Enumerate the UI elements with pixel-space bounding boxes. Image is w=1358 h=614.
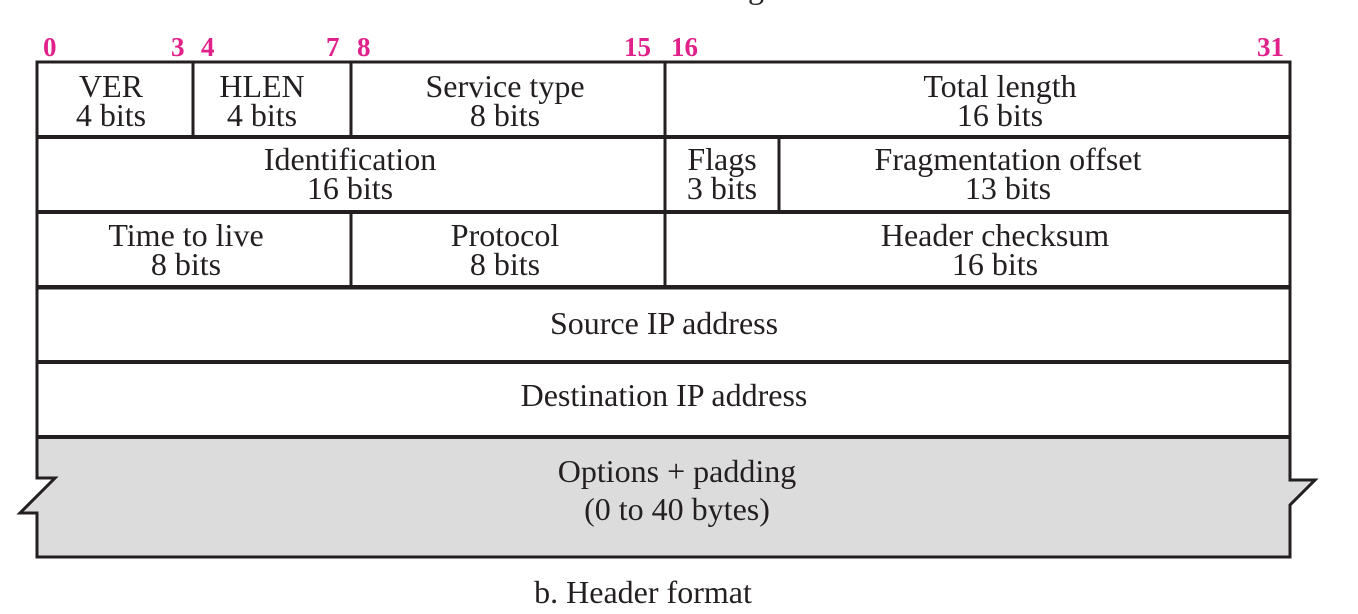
field-service-type: Service type 8 bits: [425, 68, 584, 133]
bit-number-8: 8: [357, 32, 371, 62]
field-header-checksum: Header checksum 16 bits: [881, 217, 1109, 282]
field-total-length-name: Total length: [923, 68, 1076, 104]
field-options-padding: Options + padding (0 to 40 bytes): [558, 453, 796, 527]
bit-number-0: 0: [43, 32, 57, 62]
field-hlen-name: HLEN: [219, 68, 304, 104]
field-dividers: [191, 62, 781, 287]
field-flags-size: 3 bits: [687, 170, 757, 206]
field-time-to-live-name: Time to live: [108, 217, 263, 253]
field-identification-size: 16 bits: [307, 170, 393, 206]
title-fragment: g: [748, 0, 764, 5]
field-options-padding-name: Options + padding: [558, 453, 796, 489]
field-ver-size: 4 bits: [76, 97, 146, 133]
bit-number-4: 4: [201, 32, 215, 62]
bit-number-7: 7: [326, 32, 340, 62]
field-flags: Flags 3 bits: [687, 141, 757, 206]
field-hlen: HLEN 4 bits: [219, 68, 304, 133]
field-total-length: Total length 16 bits: [923, 68, 1076, 133]
field-options-padding-size: (0 to 40 bytes): [584, 491, 770, 527]
field-total-length-size: 16 bits: [957, 97, 1043, 133]
bit-number-15: 15: [624, 32, 651, 62]
field-header-checksum-size: 16 bits: [952, 246, 1038, 282]
bit-number-row: 0 3 4 7 8 15 16 31: [43, 32, 1284, 62]
field-header-checksum-name: Header checksum: [881, 217, 1109, 253]
field-protocol-name: Protocol: [451, 217, 560, 253]
field-fragmentation-offset-name: Fragmentation offset: [875, 141, 1142, 177]
field-identification: Identification 16 bits: [264, 141, 436, 206]
field-flags-name: Flags: [687, 141, 756, 177]
field-hlen-size: 4 bits: [227, 97, 297, 133]
field-ver: VER 4 bits: [76, 68, 146, 133]
field-service-type-name: Service type: [425, 68, 584, 104]
field-destination-ip-address: Destination IP address: [521, 377, 808, 413]
field-source-ip-address: Source IP address: [550, 305, 778, 341]
row-5-frame: [35, 360, 1292, 439]
row-4-frame: [35, 286, 1292, 364]
field-protocol-size: 8 bits: [470, 246, 540, 282]
field-time-to-live-size: 8 bits: [151, 246, 221, 282]
options-row-background: [16, 435, 1319, 559]
bit-number-3: 3: [171, 32, 185, 62]
field-fragmentation-offset-size: 13 bits: [965, 170, 1051, 206]
figure-caption: b. Header format: [534, 574, 752, 610]
bit-number-16: 16: [671, 32, 698, 62]
field-service-type-size: 8 bits: [470, 97, 540, 133]
field-ver-name: VER: [79, 68, 144, 104]
field-identification-name: Identification: [264, 141, 436, 177]
field-time-to-live: Time to live 8 bits: [108, 217, 263, 282]
field-fragmentation-offset: Fragmentation offset 13 bits: [875, 141, 1142, 206]
bit-number-31: 31: [1257, 32, 1284, 62]
field-protocol: Protocol 8 bits: [451, 217, 560, 282]
